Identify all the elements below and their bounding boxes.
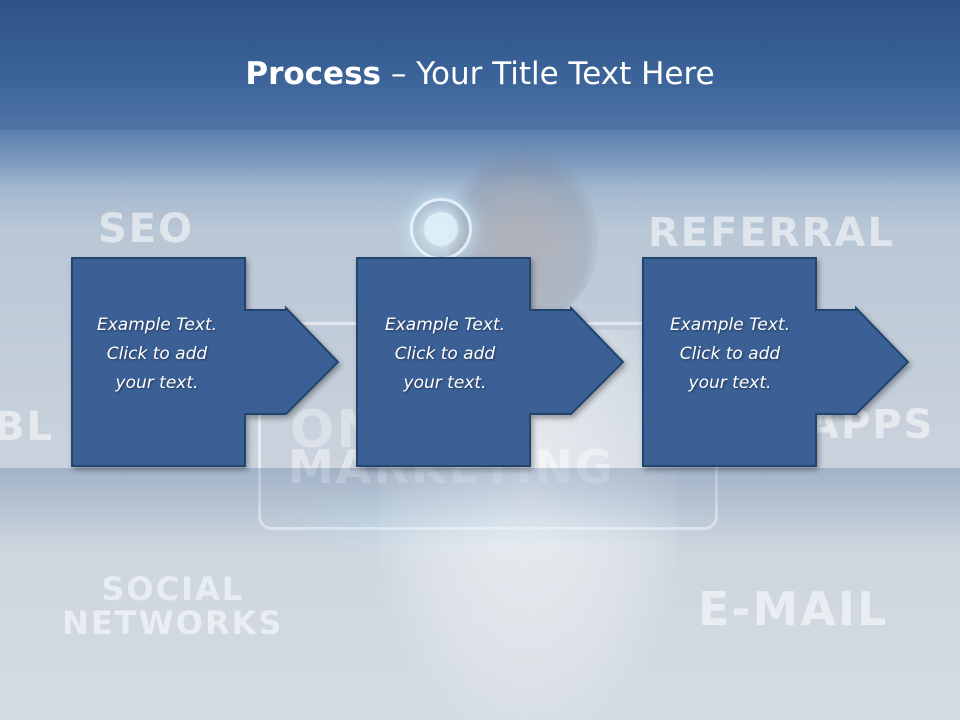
background-word-email: E-MAIL xyxy=(698,582,889,636)
background-touch-core xyxy=(424,212,458,246)
background-word-bl: BL xyxy=(0,404,54,450)
step-2-line-3: your text. xyxy=(403,373,487,393)
background-word-referral: REFERRAL xyxy=(648,210,895,256)
title-bar xyxy=(0,0,960,130)
slide-title-rest: – Your Title Text Here xyxy=(381,56,715,92)
process-step-1-shape xyxy=(71,257,340,467)
step-3-line-3: your text. xyxy=(688,373,772,393)
process-step-3-shape xyxy=(642,257,910,467)
background-word-social: SOCIAL xyxy=(101,570,245,608)
step-2-line-1: Example Text. xyxy=(384,315,506,335)
background-word-seo: SEO xyxy=(98,206,195,252)
process-step-1-text[interactable]: Example Text. Click to add your text. xyxy=(72,311,242,398)
slide-title-bold: Process xyxy=(245,56,381,92)
background-word-social-networks: SOCIAL NETWORKS xyxy=(62,572,283,640)
step-1-line-3: your text. xyxy=(115,373,199,393)
background-word-networks: NETWORKS xyxy=(62,604,284,642)
slide-title[interactable]: Process – Your Title Text Here xyxy=(0,52,960,96)
process-step-2-text[interactable]: Example Text. Click to add your text. xyxy=(360,311,530,398)
step-3-line-2: Click to add xyxy=(679,344,781,364)
step-2-line-2: Click to add xyxy=(394,344,496,364)
process-step-3-text[interactable]: Example Text. Click to add your text. xyxy=(645,311,815,398)
diagram-reflection xyxy=(0,468,960,548)
process-step-2-shape xyxy=(356,257,625,467)
step-3-line-1: Example Text. xyxy=(669,315,791,335)
step-1-line-1: Example Text. xyxy=(96,315,218,335)
step-1-line-2: Click to add xyxy=(106,344,208,364)
